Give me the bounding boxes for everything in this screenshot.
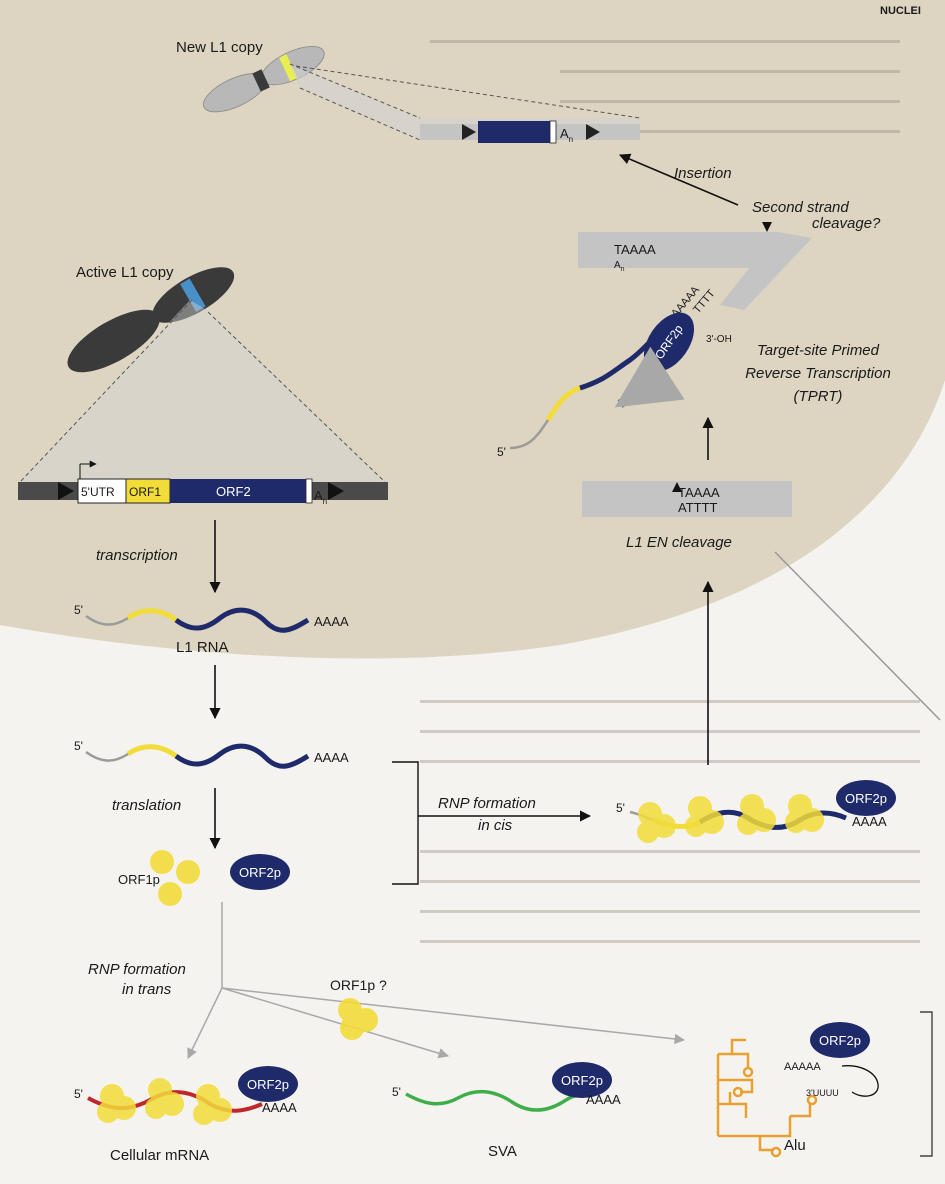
active-l1-zoom-cone <box>20 300 385 482</box>
sva-orf2p <box>552 1062 612 1098</box>
tprt-taaaa: TAAAA <box>614 242 656 257</box>
rnp-cis-label-1: RNP formation <box>438 795 536 812</box>
alu-3uuuu: 3'UUUU <box>806 1088 839 1098</box>
orf1p-trimer <box>150 850 200 906</box>
second-strand-cleavage-label-2: cleavage? <box>812 215 881 232</box>
cyto-rna-grey <box>85 750 129 762</box>
mrna-orf2p-label: ORF2p <box>247 1077 289 1092</box>
cyto-rna-5prime: 5' <box>74 739 83 753</box>
mrna-orf1p-clusters <box>97 1078 232 1125</box>
rnp-cis-polyA: AAAA <box>852 814 887 829</box>
l1-rna-grey <box>85 614 129 626</box>
tprt-an-label: An <box>614 260 625 273</box>
mrna-orf2p <box>238 1066 298 1102</box>
active-l1-element <box>18 460 388 504</box>
tprt-5prime: 5' <box>497 445 506 459</box>
rnp-cis-orf1p-clusters <box>637 794 824 843</box>
active-l1-chromosome <box>67 267 235 373</box>
tprt-3oh: 3'-OH <box>706 334 732 345</box>
en-cleavage-marker <box>672 482 682 492</box>
rnp-cis-label-2: in cis <box>478 817 513 834</box>
rnp-cis-5prime: 5' <box>616 801 625 815</box>
insertion-arrow <box>618 153 739 206</box>
l1-rna-blue <box>174 607 310 633</box>
transcription-label: transcription <box>96 547 178 564</box>
rnp-trans-label-2: in trans <box>122 981 172 998</box>
tprt-rna-grey <box>509 419 550 450</box>
alu-label: Alu <box>784 1137 806 1154</box>
cyto-rna-polyA: AAAA <box>314 750 349 765</box>
rnp-cis-orf2p-label: ORF2p <box>845 791 887 806</box>
active-l1-copy-label: Active L1 copy <box>76 264 174 281</box>
tprt-rna-yellow <box>545 385 581 422</box>
new-l1-polyA-label: An <box>560 126 573 144</box>
en-atttt: ATTTT <box>678 500 718 515</box>
new-l1-copy-label: New L1 copy <box>176 39 263 56</box>
translation-label: translation <box>112 797 181 814</box>
tprt-direction-arrow <box>614 346 685 408</box>
sva-polyA: AAAA <box>586 1092 621 1107</box>
orf1p-question-trimer <box>338 998 378 1040</box>
l1-rna-label: L1 RNA <box>176 639 229 656</box>
alu-polyA: AAAAA <box>784 1061 821 1073</box>
background-text-lines <box>420 40 920 943</box>
orf1p-label: ORF1p <box>118 872 160 887</box>
alu-tail-loop <box>841 1065 879 1097</box>
rnp-cis-bracket <box>392 761 419 885</box>
sva-label: SVA <box>488 1143 517 1160</box>
en-cleavage-dna <box>582 481 792 517</box>
utr-label: 5'UTR <box>81 485 115 499</box>
free-orf2p <box>230 854 290 890</box>
second-strand-cleavage-label-1: Second strand <box>752 199 849 216</box>
rnp-cis-orf2p <box>836 780 896 816</box>
alu-structure <box>716 1038 818 1158</box>
journal-header: NUCLEI <box>880 5 921 17</box>
trans-arrow-mrna <box>187 987 223 1059</box>
orf2-label: ORF2 <box>216 484 251 499</box>
mrna-5prime: 5' <box>74 1087 83 1101</box>
l1-rna-yellow <box>126 608 178 623</box>
tprt-label-2: Reverse Transcription <box>745 365 891 382</box>
tprt-target-dna <box>578 232 812 310</box>
free-orf2p-label: ORF2p <box>239 865 281 880</box>
l1-rna-5prime: 5' <box>74 603 83 617</box>
mrna-polyA: AAAA <box>262 1100 297 1115</box>
new-l1-insert <box>420 120 640 144</box>
rnp-trans-label-1: RNP formation <box>88 961 186 978</box>
l1-en-cleavage-label: L1 EN cleavage <box>626 534 732 551</box>
trans-arrow-alu <box>221 987 686 1045</box>
second-strand-cleavage-marker <box>762 222 772 232</box>
cyto-rna-blue <box>174 743 310 769</box>
orf1-label: ORF1 <box>129 485 161 499</box>
alu-orf2p <box>810 1022 870 1058</box>
active-l1-polyA: An <box>314 488 327 506</box>
cyto-rna-yellow <box>126 744 178 759</box>
trans-arrow-sva <box>221 987 450 1059</box>
sva-5prime: 5' <box>392 1085 401 1099</box>
alu-bracket <box>920 1011 933 1157</box>
tprt-label-3: (TPRT) <box>794 388 843 405</box>
gray-pointer-line <box>774 551 941 721</box>
l1-rna-polyA: AAAA <box>314 614 349 629</box>
orf1p-question-label: ORF1p ? <box>330 977 387 993</box>
alu-orf2p-label: ORF2p <box>819 1033 861 1048</box>
en-taaaa: TAAAA <box>678 485 720 500</box>
sva-orf2p-label: ORF2p <box>561 1073 603 1088</box>
tprt-label-1: Target-site Primed <box>757 342 880 359</box>
insertion-label: Insertion <box>674 165 732 182</box>
cellular-mrna-label: Cellular mRNA <box>110 1147 209 1164</box>
